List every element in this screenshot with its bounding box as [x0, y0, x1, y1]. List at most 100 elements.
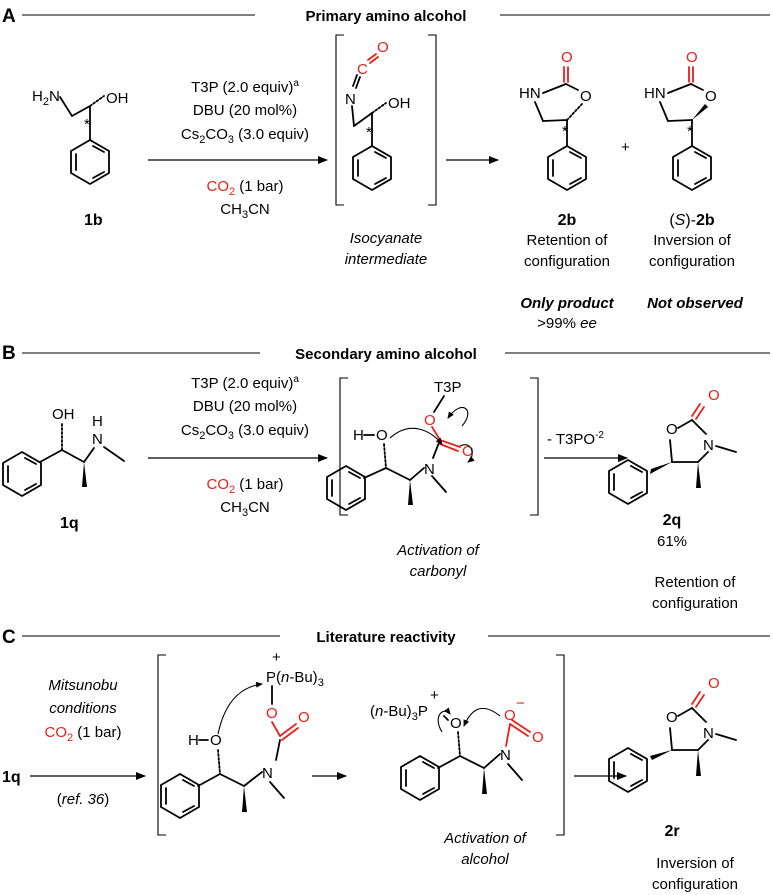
svg-text:*: *	[562, 123, 568, 140]
svg-text:−: −	[516, 695, 525, 712]
svg-text:+: +	[621, 139, 630, 156]
svg-text:O: O	[666, 709, 678, 726]
conditions-c: Mitsunobu conditions CO2 (1 bar) (ref. 3…	[30, 677, 146, 808]
svg-text:O: O	[561, 49, 573, 66]
svg-text:C: C	[357, 61, 368, 78]
svg-text:O: O	[708, 675, 720, 692]
svg-text:N: N	[500, 747, 511, 764]
compound-label-2q: 2q	[663, 512, 682, 529]
svg-text:N: N	[262, 765, 273, 782]
svg-text:O: O	[666, 421, 678, 438]
svg-text:alcohol: alcohol	[461, 851, 509, 868]
svg-text:configuration: configuration	[649, 253, 735, 270]
svg-text:O: O	[580, 88, 592, 105]
svg-text:H2N: H2N	[32, 88, 60, 108]
svg-text:O: O	[376, 427, 388, 444]
svg-text:N: N	[703, 437, 714, 454]
yield-2q: 61%	[657, 533, 687, 550]
svg-text:O: O	[705, 88, 717, 105]
mitsunobu-intermediate-2: (n-Bu)3P + O N O − O	[370, 654, 565, 836]
section-a-header: Primary amino alcohol	[306, 8, 467, 25]
svg-text:*: *	[366, 124, 372, 141]
svg-text:CO2 (1 bar): CO2 (1 bar)	[207, 476, 284, 496]
svg-text:Activation of: Activation of	[443, 830, 528, 847]
molecule-1q: OH N H	[2, 406, 125, 497]
svg-text:CH3CN: CH3CN	[220, 201, 269, 221]
compound-label-1q-c: 1q	[2, 769, 21, 786]
section-b: B Secondary amino alcohol OH N H 1q T3P …	[2, 343, 770, 612]
svg-text:P(n-Bu)3: P(n-Bu)3	[266, 669, 324, 689]
svg-text:configuration: configuration	[652, 876, 738, 893]
conditions-b: T3P (2.0 equiv)a DBU (20 mol%) Cs2CO3 (3…	[148, 374, 328, 519]
svg-text:intermediate: intermediate	[345, 251, 428, 268]
molecule-2b: O HN O *	[519, 49, 592, 191]
compound-label-2r: 2r	[664, 823, 679, 840]
svg-text:configuration: configuration	[652, 595, 738, 612]
svg-text:conditions: conditions	[49, 700, 117, 717]
carbonyl-activation-intermediate: T3P O O H O N	[326, 377, 539, 516]
svg-text:Only product: Only product	[520, 295, 614, 312]
panel-letter-b: B	[2, 343, 16, 364]
panel-letter-a: A	[2, 6, 16, 27]
molecule-s-2b: O HN O *	[644, 49, 717, 191]
compound-label-1q: 1q	[60, 515, 79, 532]
svg-text:N: N	[345, 91, 356, 108]
svg-text:(n-Bu)3P: (n-Bu)3P	[370, 703, 428, 723]
conditions-a: T3P (2.0 equiv)a DBU (20 mol%) Cs2CO3 (3…	[148, 78, 328, 221]
svg-text:H: H	[353, 427, 364, 444]
svg-text:N: N	[424, 461, 435, 478]
svg-text:OH: OH	[52, 406, 75, 423]
svg-text:Retention of: Retention of	[655, 574, 737, 591]
svg-text:DBU (20 mol%): DBU (20 mol%)	[193, 102, 297, 119]
compound-label-1b: 1b	[84, 212, 103, 229]
svg-text:O: O	[210, 732, 222, 749]
svg-text:H: H	[188, 732, 199, 749]
svg-text:H: H	[92, 413, 103, 430]
svg-text:O: O	[377, 39, 389, 56]
section-c: C Literature reactivity 1q Mitsunobu con…	[2, 627, 770, 893]
svg-text:O: O	[504, 707, 516, 724]
svg-text:Inversion of: Inversion of	[656, 855, 734, 872]
section-b-header: Secondary amino alcohol	[295, 346, 477, 363]
svg-text:O: O	[450, 715, 462, 732]
svg-text:CO2 (1 bar): CO2 (1 bar)	[207, 178, 284, 198]
svg-text:*: *	[84, 116, 90, 133]
svg-text:Inversion of: Inversion of	[653, 232, 731, 249]
molecule-2q: O O N	[608, 387, 737, 505]
svg-text:Cs2CO3 (3.0 equiv): Cs2CO3 (3.0 equiv)	[181, 126, 309, 146]
isocyanate-intermediate: O C N OH *	[335, 34, 437, 206]
svg-text:O: O	[708, 387, 720, 404]
svg-text:+: +	[272, 649, 281, 666]
compound-label-s-2b: (S)-2b	[669, 212, 715, 229]
svg-text:CO2 (1 bar): CO2 (1 bar)	[45, 724, 122, 744]
svg-text:N: N	[92, 431, 103, 448]
svg-text:DBU (20 mol%): DBU (20 mol%)	[193, 398, 297, 415]
svg-text:O: O	[424, 412, 436, 429]
svg-text:configuration: configuration	[524, 253, 610, 270]
svg-text:carbonyl: carbonyl	[410, 563, 467, 580]
section-c-header: Literature reactivity	[316, 629, 456, 646]
svg-text:T3P (2.0 equiv)a: T3P (2.0 equiv)a	[191, 374, 299, 392]
svg-text:O: O	[532, 729, 544, 746]
svg-text:O: O	[298, 709, 310, 726]
svg-text:Not observed: Not observed	[647, 295, 744, 312]
svg-text:HN: HN	[644, 85, 666, 102]
svg-text:Isocyanate: Isocyanate	[350, 230, 423, 247]
panel-letter-c: C	[2, 627, 16, 648]
svg-text:+: +	[430, 687, 439, 704]
svg-text:O: O	[462, 443, 474, 460]
svg-text:HN: HN	[519, 85, 541, 102]
molecule-2r: O O N	[608, 675, 737, 793]
svg-text:- T3PO-2: - T3PO-2	[547, 430, 604, 448]
svg-text:N: N	[703, 725, 714, 742]
svg-text:Mitsunobu: Mitsunobu	[48, 677, 118, 694]
svg-text:T3P (2.0 equiv)a: T3P (2.0 equiv)a	[191, 78, 299, 96]
compound-label-2b: 2b	[558, 212, 577, 229]
svg-text:*: *	[687, 123, 693, 140]
svg-text:>99% ee: >99% ee	[537, 315, 597, 332]
svg-text:Retention of: Retention of	[527, 232, 609, 249]
svg-text:CH3CN: CH3CN	[220, 499, 269, 519]
svg-text:O: O	[266, 705, 278, 722]
svg-text:Activation of: Activation of	[396, 542, 481, 559]
